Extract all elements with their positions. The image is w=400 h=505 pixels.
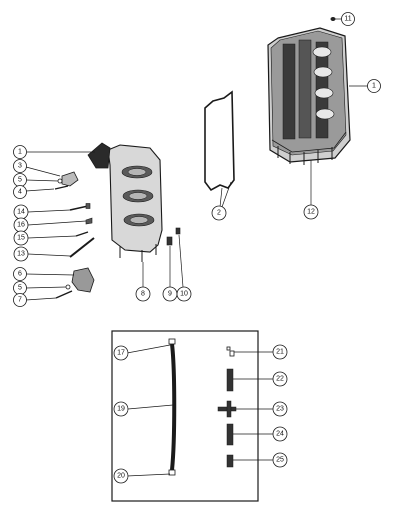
part-11-dowel [330, 17, 336, 21]
callouts [13, 12, 381, 484]
callout-3: 3 [18, 163, 22, 170]
part-16-plug [85, 217, 93, 225]
callout-13: 13 [17, 251, 25, 258]
part-24-hose [226, 423, 234, 446]
callout-10: 10 [180, 291, 188, 298]
callout-23: 23 [276, 406, 284, 413]
callout-1-cover: 1 [18, 149, 22, 156]
part-13-long-bolt [69, 237, 95, 258]
callout-2: 2 [217, 210, 221, 217]
callout-21: 21 [276, 349, 284, 356]
part-15-screw [75, 231, 89, 237]
callout-5-lower: 5 [18, 285, 22, 292]
callout-11: 11 [344, 16, 351, 23]
callout-20: 20 [117, 473, 125, 480]
callout-6: 6 [18, 271, 22, 278]
part-5-washer-upper [57, 178, 63, 184]
part-14-bolt [69, 203, 91, 211]
callout-5-upper: 5 [18, 177, 22, 184]
part-6-bracket [71, 267, 95, 293]
callout-4: 4 [18, 189, 22, 196]
callout-14: 14 [17, 209, 25, 216]
part-7-screw [55, 290, 73, 299]
part-2-gasket [204, 90, 235, 192]
leader-lines [25, 18, 368, 477]
part-19-hose [168, 338, 177, 476]
callout-17: 17 [117, 350, 125, 357]
hose-kit-box [111, 330, 259, 502]
callout-25: 25 [276, 457, 284, 464]
part-25-hose [226, 454, 234, 468]
part-4-screw [54, 185, 69, 190]
callout-7: 7 [18, 297, 22, 304]
part-3-bracket [61, 171, 79, 187]
part-21-fitting [226, 346, 235, 357]
callout-19: 19 [117, 406, 125, 413]
callout-16: 16 [17, 222, 25, 229]
callout-24: 24 [276, 431, 284, 438]
part-23-tee-fitting [217, 400, 237, 418]
part-10-pin [175, 227, 181, 235]
callout-12: 12 [307, 209, 315, 216]
part-9-pin [166, 236, 173, 246]
callout-8: 8 [141, 291, 145, 298]
callout-15: 15 [17, 235, 25, 242]
part-22-hose [226, 368, 234, 392]
callout-9: 9 [168, 291, 172, 298]
callout-22: 22 [276, 376, 284, 383]
callout-labels: 11 1 12 2 1 3 5 4 14 16 15 13 6 5 7 8 9 … [17, 16, 376, 480]
crankcase-cover [87, 142, 163, 262]
callout-1-block: 1 [372, 83, 376, 90]
part-5-washer-lower [65, 284, 71, 290]
cylinder-block [267, 27, 351, 165]
